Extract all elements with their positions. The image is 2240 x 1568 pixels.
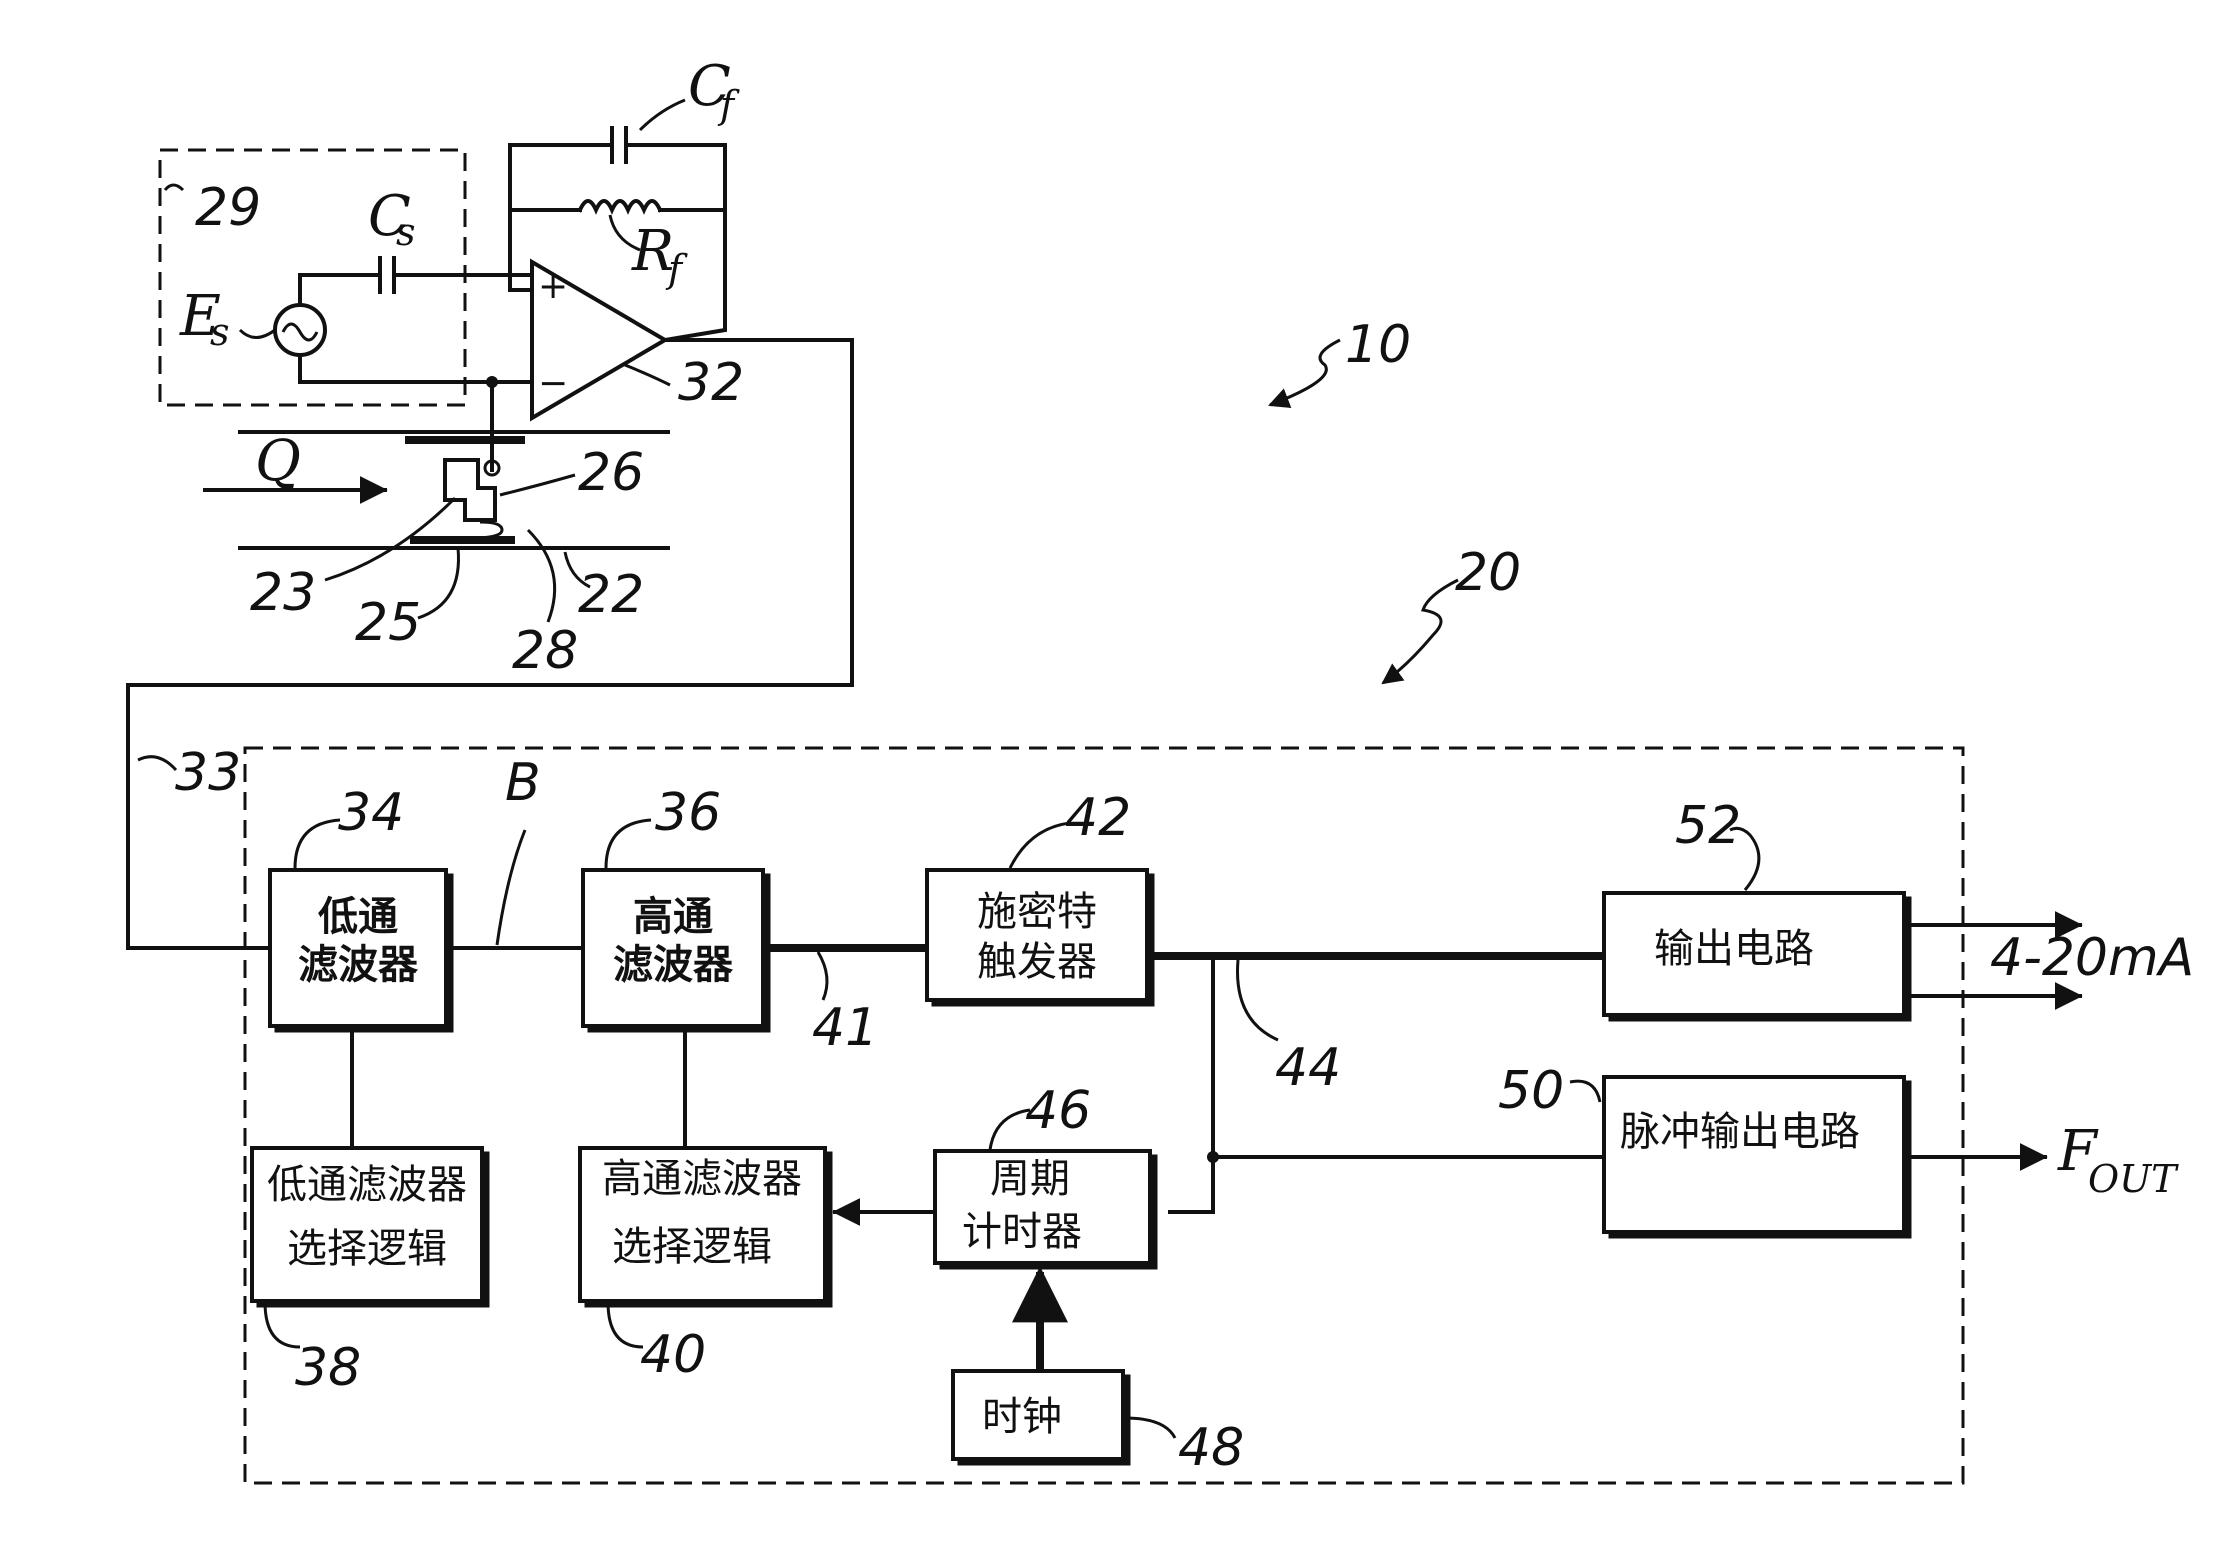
ref-36: 36 <box>655 783 721 843</box>
ref-34: 34 <box>338 783 404 843</box>
pulse-output-label: 脉冲输出电路 <box>1620 1109 1860 1155</box>
hpf-label-line1: 高通 <box>633 894 713 940</box>
leader-36 <box>606 820 651 868</box>
ref-b: B <box>505 753 541 813</box>
leader-40 <box>608 1302 643 1347</box>
minus-input-wire <box>492 382 532 470</box>
lpf-label-line2: 滤波器 <box>298 942 419 988</box>
ref-38: 38 <box>295 1338 361 1398</box>
es-leader <box>240 330 275 338</box>
output-circuit-block: 输出电路 52 <box>1604 796 1910 1020</box>
line-44-branch <box>1170 956 1213 1212</box>
ref-41: 41 <box>812 998 878 1058</box>
leader-46 <box>990 1110 1030 1150</box>
sensor-bottom-plate <box>410 536 515 544</box>
ref-28: 28 <box>512 621 578 681</box>
ac-sine-icon <box>283 324 317 340</box>
clock-block: 时钟 48 <box>953 1371 1244 1478</box>
leader-28 <box>528 530 555 622</box>
leader-48 <box>1125 1418 1175 1438</box>
cs-subscript: s <box>396 210 416 254</box>
period-timer-block: 周期 计时器 46 <box>935 1081 1156 1268</box>
ref-10: 10 <box>1345 315 1411 375</box>
leader-b <box>497 830 525 945</box>
output-circuit-label: 输出电路 <box>1654 926 1814 972</box>
rf-resistor-coil <box>580 201 660 210</box>
callout-10: 10 <box>1270 315 1411 405</box>
ref-40: 40 <box>640 1325 706 1385</box>
junction-dot <box>486 376 498 388</box>
leader-33 <box>138 757 176 770</box>
ref-22: 22 <box>578 565 644 625</box>
ref-44: 44 <box>1275 1038 1341 1098</box>
cf-leader <box>640 100 685 130</box>
ref-52: 52 <box>1675 796 1741 856</box>
lpf-label-line1: 低通 <box>318 894 398 940</box>
lpf-block: 低通 滤波器 34 <box>270 783 452 1031</box>
fout-subscript: OUT <box>2088 1157 2179 1201</box>
source-top-wire <box>300 275 380 305</box>
lpf-logic-block: 低通滤波器 选择逻辑 38 <box>252 1148 488 1398</box>
op-amp-plus: + <box>538 266 568 307</box>
source-circuit-leader <box>165 185 183 190</box>
hpf-logic-label-line1: 高通滤波器 <box>602 1156 802 1202</box>
period-timer-label-line2: 计时器 <box>962 1209 1082 1255</box>
leader-42 <box>1010 823 1070 868</box>
pulse-output-block: 脉冲输出电路 50 <box>1498 1061 1910 1237</box>
schmitt-label-line1: 施密特 <box>977 889 1097 935</box>
ref-33: 33 <box>175 743 241 803</box>
current-output-label: 4-20mA <box>1990 928 2194 988</box>
es-subscript: s <box>210 310 230 354</box>
ref-23: 23 <box>250 563 316 623</box>
sensor-element-28 <box>472 522 502 538</box>
sensor-top-plate <box>405 436 525 444</box>
ref-20: 20 <box>1455 543 1521 603</box>
callout-20: 20 <box>1383 543 1521 683</box>
arrow-20 <box>1383 580 1458 683</box>
ref-42: 42 <box>1065 788 1131 848</box>
hpf-logic-label-line2: 选择逻辑 <box>612 1224 772 1270</box>
hpf-block: 高通 滤波器 36 <box>583 783 769 1031</box>
cf-subscript: f <box>717 83 740 127</box>
source-bottom-wire <box>300 355 532 382</box>
schmitt-label-line2: 触发器 <box>977 939 1097 985</box>
leader-41 <box>818 952 827 1000</box>
op-amp-minus: − <box>538 363 568 404</box>
arrow-10 <box>1270 340 1340 405</box>
lpf-logic-label-line2: 选择逻辑 <box>287 1226 447 1272</box>
ref-46: 46 <box>1025 1081 1091 1141</box>
leader-25 <box>418 548 459 618</box>
leader-26 <box>500 475 575 495</box>
sensor-section: 29 E s C s + − 32 C f R f <box>128 54 852 948</box>
clock-label: 时钟 <box>982 1394 1062 1440</box>
leader-34 <box>295 820 340 868</box>
vortex-shedder-body <box>445 460 495 520</box>
flow-symbol: Q <box>255 429 301 494</box>
ref-50: 50 <box>1498 1061 1564 1121</box>
hpf-label-line2: 滤波器 <box>613 942 734 988</box>
op-amp-leader <box>625 365 670 385</box>
rf-subscript: f <box>665 247 688 291</box>
ref-26: 26 <box>578 443 644 503</box>
ref-48: 48 <box>1178 1418 1244 1478</box>
leader-44 <box>1238 960 1279 1040</box>
leader-50 <box>1570 1081 1600 1102</box>
period-timer-label-line1: 周期 <box>990 1156 1070 1202</box>
op-amp-ref: 32 <box>678 353 744 413</box>
branch-dot <box>1207 1151 1219 1163</box>
schmitt-block: 施密特 触发器 42 <box>927 788 1153 1005</box>
ref-25: 25 <box>355 593 421 653</box>
source-circuit-ref: 29 <box>195 178 261 238</box>
lpf-logic-label-line1: 低通滤波器 <box>267 1162 467 1208</box>
hpf-logic-block: 高通滤波器 选择逻辑 40 <box>580 1148 831 1385</box>
